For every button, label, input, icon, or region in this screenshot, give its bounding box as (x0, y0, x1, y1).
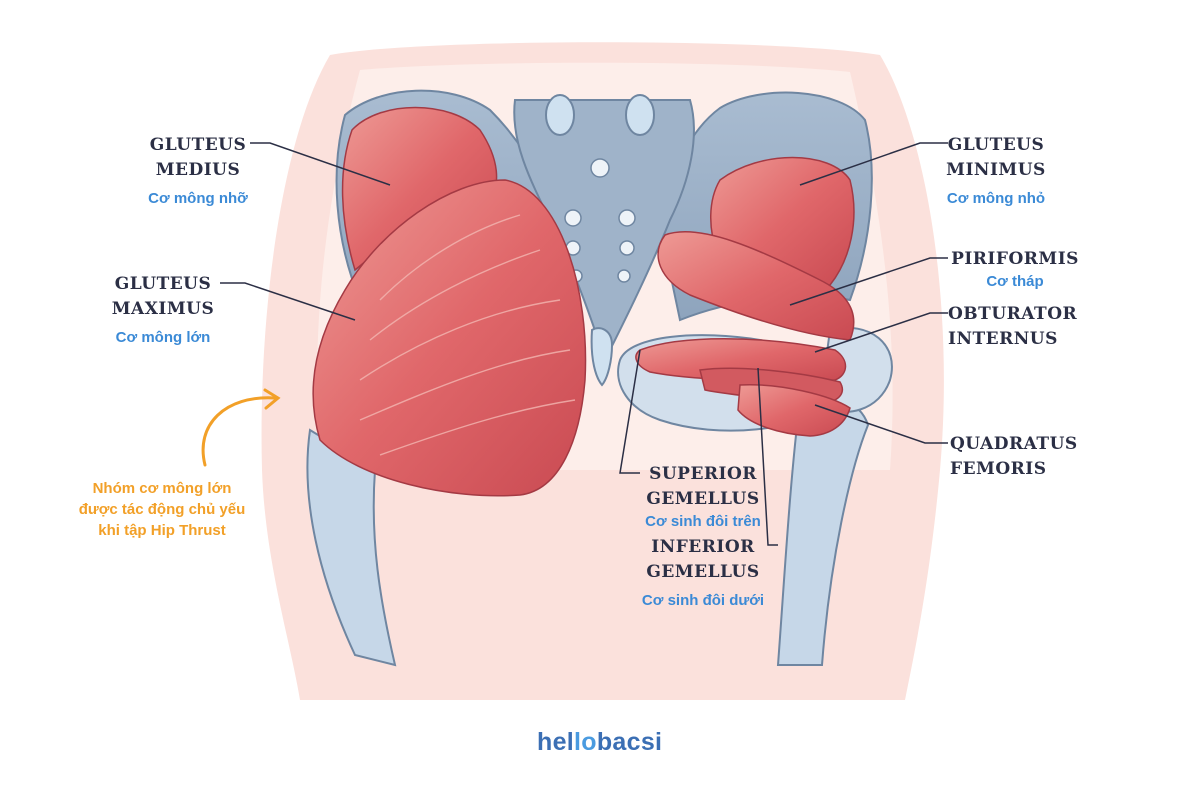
gluteus-minimus-vi: Cơ mông nhỏ (946, 190, 1046, 207)
gluteus-maximus-line1: GLUTEUS (114, 274, 212, 294)
superior-gemellus-line2: GEMELLUS (646, 489, 760, 509)
inferior-gemellus-line2: GEMELLUS (646, 562, 760, 582)
label-obturator-internus: OBTURATOR INTERNUS (948, 302, 1118, 352)
obturator-internus-line2: INTERNUS (948, 329, 1058, 349)
sacral-ala-right (625, 94, 655, 136)
label-superior-gemellus: SUPERIOR GEMELLUS Cơ sinh đôi trên (628, 462, 778, 532)
piriformis-vi: Cơ tháp (986, 273, 1044, 290)
note-line1: Nhóm cơ mông lớn (92, 480, 232, 497)
hellobacsi-logo: hellobacsi (537, 728, 662, 757)
gluteus-minimus-line2: MINIMUS (946, 160, 1046, 180)
gluteus-maximus-muscle (312, 179, 587, 497)
label-inferior-gemellus: INFERIOR GEMELLUS Cơ sinh đôi dưới (628, 535, 778, 611)
leader-lines (220, 142, 948, 546)
label-gluteus-minimus: GLUTEUS MINIMUS Cơ mông nhỏ (926, 133, 1066, 209)
inferior-gemellus-vi: Cơ sinh đôi dưới (641, 592, 765, 609)
inferior-gemellus-line1: INFERIOR (651, 537, 755, 557)
label-gluteus-medius: GLUTEUS MEDIUS Cơ mông nhỡ (128, 133, 268, 209)
logo-part3: bacsi (596, 728, 663, 756)
gluteus-medius-line1: GLUTEUS (149, 135, 247, 155)
label-piriformis: PIRIFORMIS Cơ tháp (945, 247, 1085, 292)
gluteus-maximus-line2: MAXIMUS (111, 299, 215, 319)
obturator-internus-line1: OBTURATOR (948, 304, 1078, 324)
gluteus-maximus-fibers (359, 214, 576, 456)
hip-thrust-arrow (201, 388, 281, 467)
gluteus-maximus-vi: Cơ mông lớn (115, 329, 211, 346)
obturator-internus-muscle (635, 338, 847, 382)
label-gluteus-maximus: GLUTEUS MAXIMUS Cơ mông lớn (93, 272, 233, 348)
note-line2: được tác động chủ yếu (78, 501, 246, 518)
logo-part1: hel (537, 728, 575, 756)
gluteus-medius-vi: Cơ mông nhỡ (148, 190, 248, 207)
superior-gemellus-line1: SUPERIOR (649, 464, 757, 484)
coccyx-bone (590, 327, 614, 387)
left-femur-bone (306, 428, 397, 667)
quadratus-femoris-line1: QUADRATUS (950, 434, 1078, 454)
logo-part2: lo (574, 728, 597, 756)
hip-thrust-note: Nhóm cơ mông lớn được tác động chủ yếu k… (62, 478, 262, 541)
sacral-ala-left (545, 94, 575, 136)
piriformis-line1: PIRIFORMIS (951, 249, 1079, 269)
gluteus-medius-line2: MEDIUS (155, 160, 241, 180)
note-line3: khi tập Hip Thrust (98, 522, 226, 539)
label-quadratus-femoris: QUADRATUS FEMORIS (950, 432, 1100, 482)
gluteus-minimus-line1: GLUTEUS (947, 135, 1045, 155)
quadratus-femoris-line2: FEMORIS (950, 459, 1047, 479)
superior-gemellus-vi: Cơ sinh đôi trên (645, 513, 761, 530)
